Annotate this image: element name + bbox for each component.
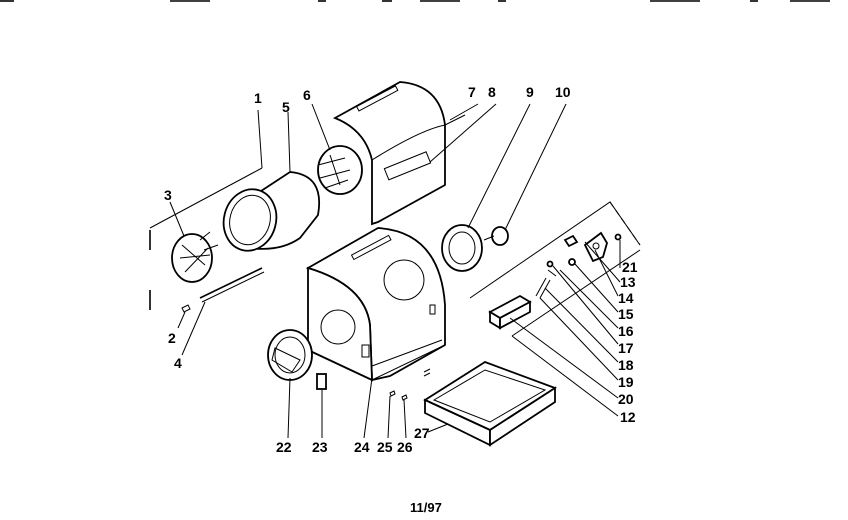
label-8: 8 (488, 84, 496, 100)
label-4: 4 (174, 355, 182, 371)
drum-housing (332, 81, 466, 226)
label-27: 27 (414, 425, 430, 441)
cabinet (305, 227, 446, 382)
tray (423, 361, 557, 447)
fastener-2 (181, 304, 191, 313)
label-21: 21 (622, 259, 638, 275)
label-6: 6 (303, 87, 311, 103)
label-16: 16 (618, 323, 634, 339)
callout-labels: 1 2 3 4 5 6 7 8 9 10 12 13 14 15 16 17 1… (164, 84, 638, 455)
label-18: 18 (618, 357, 634, 373)
label-12: 12 (620, 409, 636, 425)
small-parts (535, 231, 622, 299)
label-3: 3 (164, 187, 172, 203)
drum-cylinder (222, 171, 320, 252)
left-impeller (171, 231, 219, 283)
label-23: 23 (312, 439, 328, 455)
label-1: 1 (254, 90, 262, 106)
label-24: 24 (354, 439, 370, 455)
label-22: 22 (276, 439, 292, 455)
label-17: 17 (618, 340, 634, 356)
leader-lines (169, 103, 621, 439)
label-15: 15 (618, 306, 634, 322)
motor (483, 226, 509, 246)
label-9: 9 (526, 84, 534, 100)
label-13: 13 (620, 274, 636, 290)
footer-date: 11/97 (410, 500, 442, 515)
label-14: 14 (618, 290, 634, 306)
rod (199, 267, 265, 303)
door (267, 329, 313, 381)
label-20: 20 (618, 391, 634, 407)
label-7: 7 (468, 84, 476, 100)
block-part (488, 294, 532, 330)
drum-assembly-bracket (149, 109, 263, 310)
label-25: 25 (377, 439, 393, 455)
label-2: 2 (168, 330, 176, 346)
label-5: 5 (282, 99, 290, 115)
label-10: 10 (555, 84, 571, 100)
filter (316, 373, 327, 390)
right-impeller (317, 145, 363, 195)
label-19: 19 (618, 374, 634, 390)
label-26: 26 (397, 439, 413, 455)
screws (389, 368, 431, 401)
back-plate (441, 224, 483, 272)
